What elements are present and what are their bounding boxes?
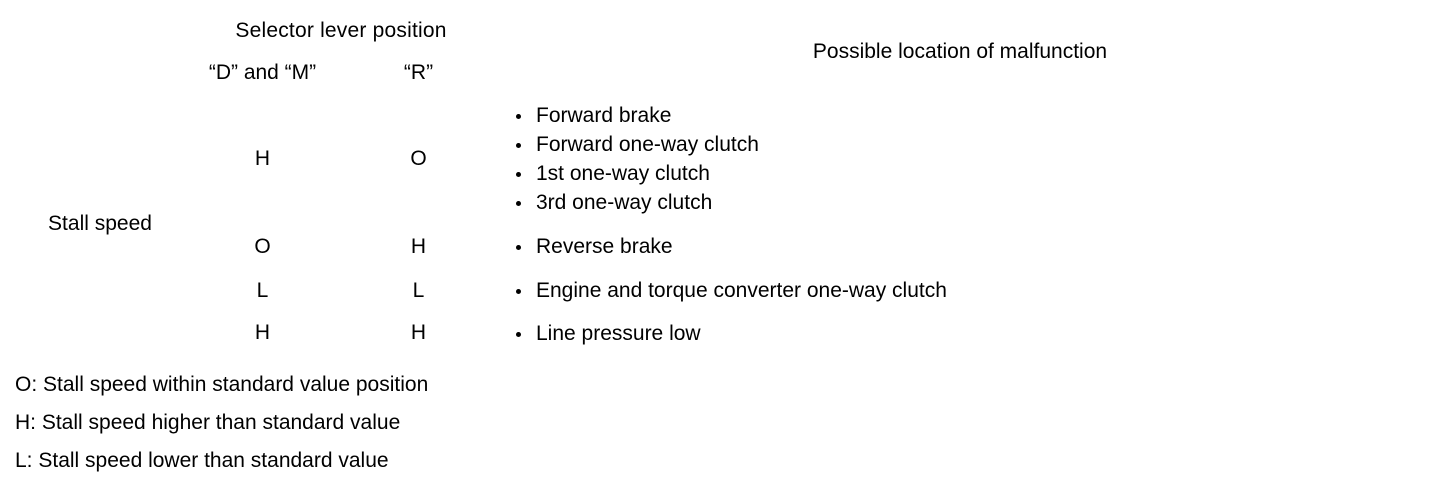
cell-r-3: L: [412, 278, 425, 302]
footnote-o: O: Stall speed within standard value pos…: [15, 373, 429, 396]
malfunction-list-1: Forward brake Forward one-way clutch 1st…: [497, 101, 1423, 217]
header-column-r: “R”: [403, 61, 434, 84]
header-possible-location-of-malfunction: Possible location of malfunction: [812, 39, 1108, 63]
header-corner-blank: [15, 10, 185, 52]
table-header-row-group: Selector lever position Possible locatio…: [15, 10, 1423, 63]
footnote-h: H: Stall speed higher than standard valu…: [15, 411, 401, 434]
table-row: L L Engine and torque converter one-way …: [15, 269, 1423, 312]
list-item: Forward one-way clutch: [515, 130, 1423, 159]
list-item: Line pressure low: [515, 319, 1423, 348]
malfunction-list-3: Engine and torque converter one-way clut…: [497, 276, 1423, 305]
cell-r-2: H: [410, 234, 427, 258]
header-column-d-and-m: “D” and “M”: [208, 61, 317, 84]
table-row: Stall speed H O Forward brake Forward on…: [15, 93, 1423, 235]
table-row: O H Reverse brake: [15, 224, 1423, 269]
footnote-l: L: Stall speed lower than standard value: [15, 449, 389, 472]
table-row: H H Line pressure low: [15, 312, 1423, 354]
legend-footnotes: O: Stall speed within standard value pos…: [15, 366, 1015, 480]
list-item: Engine and torque converter one-way clut…: [515, 276, 1423, 305]
list-item: Reverse brake: [515, 232, 1423, 261]
malfunction-list-2: Reverse brake: [497, 232, 1423, 261]
cell-r-1: O: [410, 146, 427, 170]
header-selector-lever-position: Selector lever position: [235, 19, 447, 42]
diagnosis-table-container: Selector lever position Possible locatio…: [15, 10, 1423, 354]
cell-dm-4: H: [254, 321, 271, 344]
table-header-row-sub: “D” and “M” “R”: [15, 52, 1423, 93]
header-sub-blank: [15, 52, 185, 93]
cell-malfunction-4: Line pressure low: [497, 312, 1423, 354]
cell-r-4: H: [410, 321, 427, 344]
cell-dm-1: H: [254, 146, 271, 170]
malfunction-list-4: Line pressure low: [497, 319, 1423, 348]
list-item: Forward brake: [515, 101, 1423, 130]
stall-speed-diagnosis-table: Selector lever position Possible locatio…: [15, 10, 1423, 354]
cell-dm-2: O: [254, 234, 271, 258]
list-item: 3rd one-way clutch: [515, 188, 1423, 217]
list-item: 1st one-way clutch: [515, 159, 1423, 188]
cell-malfunction-1: Forward brake Forward one-way clutch 1st…: [497, 93, 1423, 224]
cell-malfunction-2: Reverse brake: [497, 224, 1423, 269]
cell-malfunction-3: Engine and torque converter one-way clut…: [497, 269, 1423, 312]
row-label-stall-speed: Stall speed: [48, 211, 152, 235]
cell-dm-3: L: [256, 278, 269, 302]
